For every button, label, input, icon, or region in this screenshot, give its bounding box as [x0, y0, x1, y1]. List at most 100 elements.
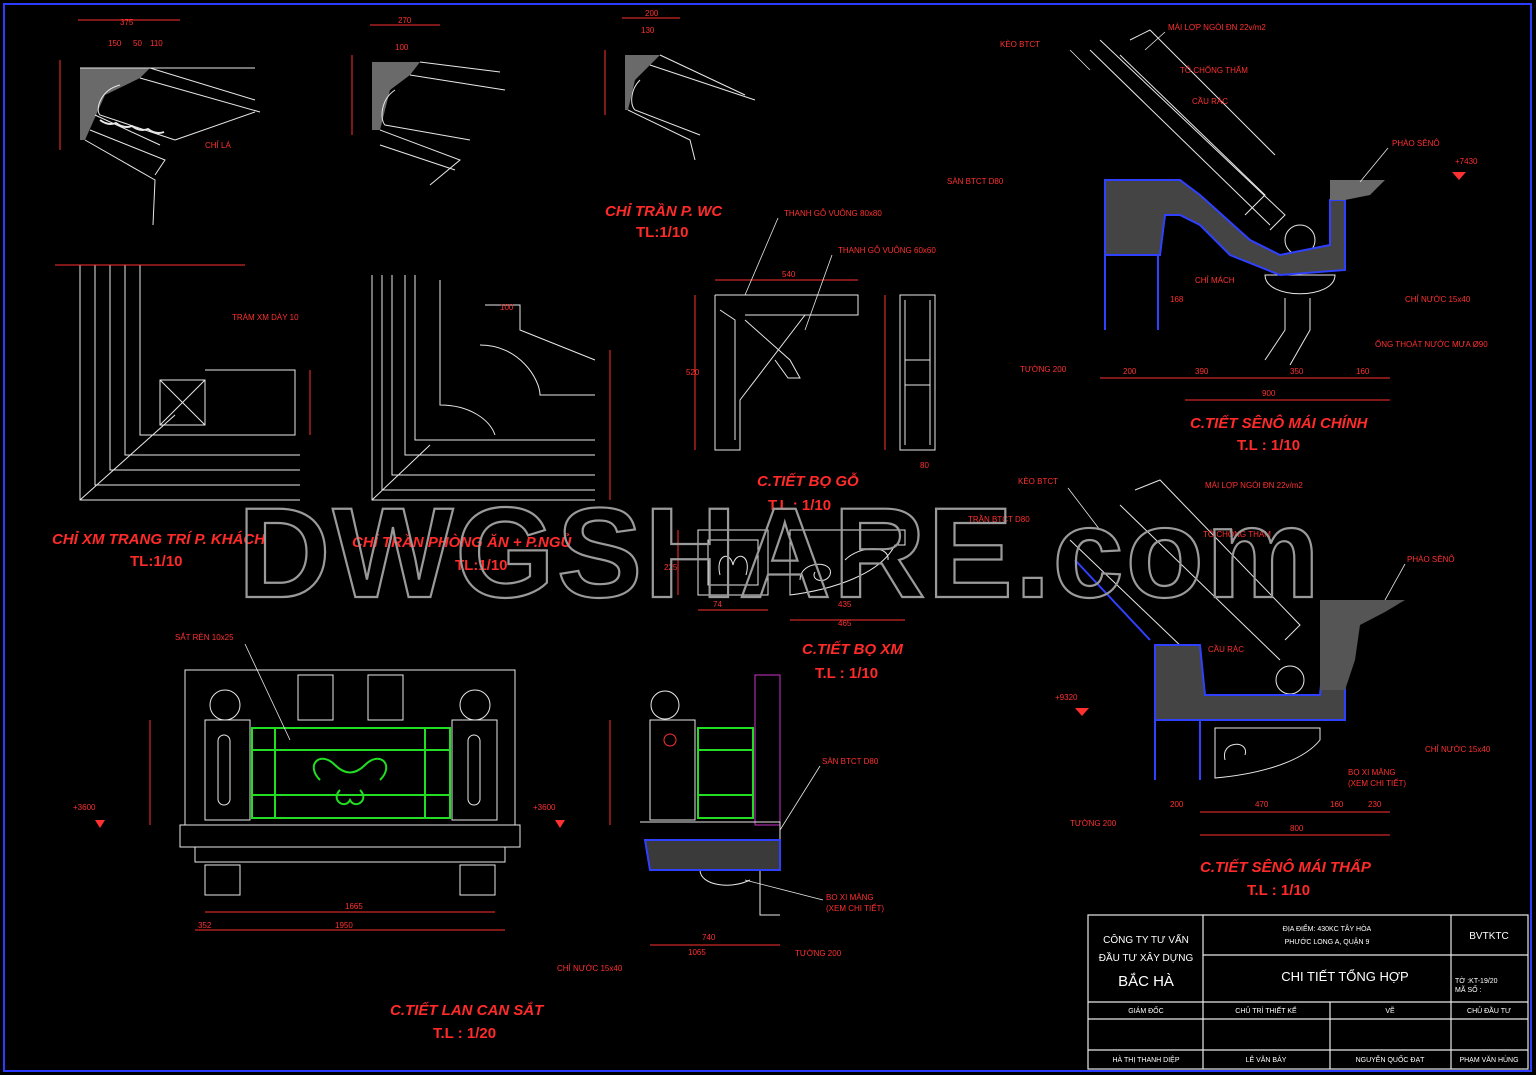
- note-ong-thoat: ỐNG THOÁT NƯỚC MƯA Ø90: [1375, 339, 1488, 349]
- seno-thap-roof-blue: [1074, 559, 1151, 641]
- dim-352: 352: [198, 921, 212, 930]
- dim-375: 375: [120, 18, 134, 27]
- dim-50: 50: [133, 39, 142, 48]
- seno-thap-concrete: [1154, 644, 1346, 780]
- note-bo-xi-mang-lc: BO XI MĂNG: [826, 893, 874, 902]
- tb-role-4: CHỦ ĐẦU TƯ: [1467, 1005, 1511, 1015]
- seno-thap-section: [1069, 479, 1390, 836]
- dim-74: 74: [713, 600, 722, 609]
- dim-740: 740: [702, 933, 716, 942]
- note-phao-seno-2: PHÀO SÊNÔ: [1407, 555, 1455, 564]
- level-marker-seno-1: [1452, 172, 1466, 180]
- dim-520: 520: [686, 368, 700, 377]
- dim-470: 470: [1255, 800, 1269, 809]
- dim-1065: 1065: [688, 948, 706, 957]
- note-to-chong-tham-1: TÔ CHỐNG THẤM: [1180, 65, 1248, 75]
- tb-role-2: CHỦ TRÌ THIẾT KẾ: [1235, 1005, 1297, 1015]
- note-chi-nuoc-1: CHỈ NƯỚC 15x40: [1405, 295, 1471, 304]
- title-chi-tran-phong-an: CHỈ TRẦN PHÒNG ĂN + P.NGỦ: [352, 533, 572, 551]
- dim-200-seno2: 200: [1170, 800, 1184, 809]
- lan-can-section-slab: [643, 839, 781, 871]
- dim-160-seno1: 160: [1356, 367, 1370, 376]
- dim-350: 350: [1290, 367, 1304, 376]
- level-marker-seno-2: [1075, 708, 1089, 716]
- lan-can-section-rail: [697, 727, 754, 819]
- sheet-border: [3, 3, 1532, 1072]
- tb-name-3: NGUYỄN QUỐC ĐẠT: [1356, 1054, 1426, 1064]
- tb-ma-so: MÃ SỐ :: [1455, 984, 1482, 994]
- title-seno-chinh: C.TIẾT SÊNÔ MÁI CHÍNH: [1190, 414, 1369, 432]
- dim-80: 80: [920, 461, 929, 470]
- tb-company-3: BẮC HÀ: [1118, 972, 1174, 990]
- seno-chinh-concrete: [1104, 179, 1346, 330]
- title-lan-can: C.TIẾT LAN CAN SẮT: [390, 1001, 545, 1019]
- tb-role-3: VẼ: [1385, 1006, 1395, 1015]
- scale-bo-go: T.L : 1/10: [768, 497, 831, 514]
- note-san-btct-1: SÀN BTCT D80: [947, 177, 1004, 186]
- note-keo-btct-2: KÈO BTCT: [1018, 477, 1058, 486]
- leader-thanh-go-1: [744, 217, 779, 296]
- label-chi-la: CHỈ LÁ: [205, 141, 231, 150]
- dim-390: 390: [1195, 367, 1209, 376]
- scale-chi-tran-wc: TL:1/10: [636, 224, 689, 241]
- dim-540: 540: [782, 270, 796, 279]
- note-tuong-2: TƯỜNG 200: [1070, 819, 1117, 828]
- tb-address-2: PHƯỚC LONG A, QUẬN 9: [1285, 937, 1370, 946]
- dim-465: 465: [838, 619, 852, 628]
- dim-900: 900: [1262, 389, 1276, 398]
- note-thanh-go-1: THANH GỖ VUÔNG 80x80: [784, 209, 882, 218]
- dim-225: 225: [664, 563, 678, 572]
- note-bo-xi-mang-2: BỌ XI MĂNG: [1348, 768, 1396, 777]
- seno-chinh-section: [1089, 29, 1390, 401]
- note-thanh-go-2: THANH GỖ VUÔNG 60x60: [838, 246, 936, 255]
- dim-100: 100: [395, 43, 409, 52]
- tb-company-1: CÔNG TY TƯ VẤN: [1103, 933, 1189, 946]
- level-marker-lc1: [95, 820, 105, 828]
- note-keo-btct-1: KÈO BTCT: [1000, 40, 1040, 49]
- note-tran-btct: TRẦN BTCT D80: [968, 514, 1030, 524]
- title-seno-thap: C.TIẾT SÊNÔ MÁI THẤP: [1200, 858, 1372, 876]
- dim-150: 150: [108, 39, 122, 48]
- watermark: DWGSHARE.com: [238, 482, 1322, 625]
- note-chi-mach: CHỈ MÁCH: [1195, 276, 1235, 285]
- cornice-chi-la: [59, 19, 261, 226]
- tb-role-1: GIÁM ĐỐC: [1128, 1005, 1163, 1015]
- level-marker-lc2: [555, 820, 565, 828]
- note-xem-chi-tiet-2: (XEM CHI TIẾT): [1348, 778, 1406, 788]
- dim-270: 270: [398, 16, 412, 25]
- dim-1950: 1950: [335, 921, 353, 930]
- note-xem-chi-tiet-lc: (XEM CHI TIẾT): [826, 903, 884, 913]
- chi-xm-frame: [55, 264, 311, 501]
- lan-can-section: [609, 674, 781, 946]
- dim-200: 200: [645, 9, 659, 18]
- dim-160-seno2: 160: [1330, 800, 1344, 809]
- note-chi-nuoc-2: CHỈ NƯỚC 15x40: [1425, 745, 1491, 754]
- scale-bo-xm: T.L : 1/10: [815, 665, 878, 682]
- bo-go-bracket: [694, 279, 936, 451]
- leader-san-btct-lc: [779, 765, 821, 831]
- note-tuong-1: TƯỜNG 200: [1020, 365, 1067, 374]
- note-tuong-lc: TƯỜNG 200: [795, 949, 842, 958]
- title-chi-tran-wc: CHỈ TRẦN P. WC: [605, 203, 723, 220]
- tb-name-4: PHẠM VĂN HÙNG: [1459, 1055, 1518, 1064]
- dim-230: 230: [1368, 800, 1382, 809]
- tb-drawing-title: CHI TIẾT TỔNG HỢP: [1281, 969, 1408, 984]
- tb-address-1: ĐỊA ĐIỂM: 430KC TÂY HÒA: [1283, 924, 1372, 933]
- dim-110: 110: [150, 39, 163, 48]
- level-seno-chinh: +7430: [1455, 157, 1478, 166]
- note-cau-rac-2: CẦU RÁC: [1208, 644, 1244, 654]
- seno-chinh-cornice: [1330, 180, 1385, 200]
- lan-can-iron-panel: [251, 727, 451, 819]
- scale-lan-can: T.L : 1/20: [433, 1025, 496, 1042]
- scale-chi-tran-phong-an: TL:1/10: [455, 557, 508, 574]
- note-san-btct-lc: SÀN BTCT D80: [822, 757, 879, 766]
- note-mai-lop-2: MÁI LỢP NGÓI ĐN 22v/m2: [1205, 481, 1303, 490]
- note-to-chong-tham-2: TÔ CHỐNG THẤM: [1203, 529, 1271, 539]
- tb-sheet-no: TỜ :KT-19/20: [1455, 976, 1498, 985]
- leader-sat-ren: [244, 643, 291, 741]
- dim-1665: 1665: [345, 902, 363, 911]
- leader-phao-seno-1: [1359, 147, 1389, 183]
- chi-tran-phong-an-frame: [371, 275, 611, 501]
- scale-chi-xm: TL:1/10: [130, 553, 183, 570]
